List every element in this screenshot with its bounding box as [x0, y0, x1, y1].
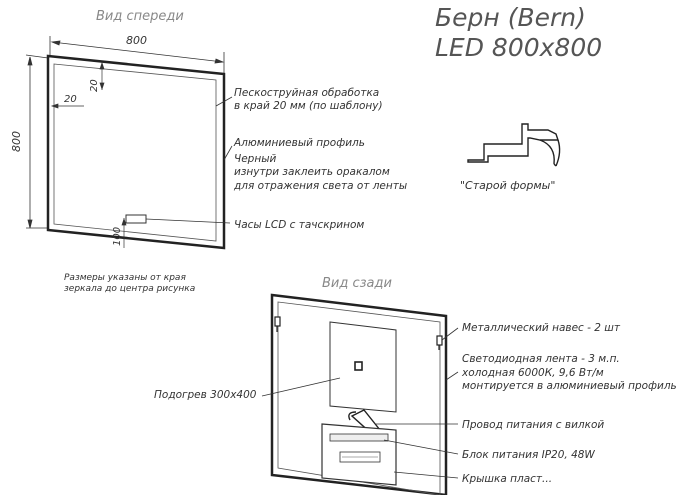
- front-view-heading: Вид спереди: [96, 9, 184, 24]
- width-dimension-label: 800: [126, 34, 147, 47]
- psu-block-top: [329, 433, 389, 442]
- cable-label: Провод питания с вилкой: [462, 419, 604, 431]
- size-note-line2: зеркала до центра рисунка: [64, 284, 195, 294]
- back-view-heading: Вид сзади: [322, 276, 392, 291]
- profile-label-3: изнутри заклеить оракалом: [234, 166, 390, 178]
- left-inset-dimension: [50, 103, 84, 109]
- height-dimension-label: 800: [10, 131, 23, 152]
- size-note-line1: Размеры указаны от края: [64, 273, 186, 283]
- front-mirror: [46, 54, 226, 250]
- led-label-3: монтируется в алюминиевый профиль: [462, 380, 677, 392]
- heater-sensor: [354, 361, 363, 371]
- product-title-line2: LED 800x800: [435, 33, 602, 62]
- clock-display: [125, 214, 147, 224]
- width-dimension: [49, 36, 225, 74]
- product-title-line1: Берн (Bern): [435, 3, 586, 32]
- profile-label-2: Черный: [234, 153, 276, 165]
- front-callout-leaders: [215, 96, 233, 161]
- cover-label: Крышка пласт...: [462, 473, 552, 485]
- hanger-label: Металлический навес - 2 шт: [462, 322, 621, 334]
- clock-label: Часы LCD с тачскрином: [234, 219, 364, 231]
- top-inset-dimension: [99, 61, 105, 91]
- height-dimension: [25, 54, 49, 229]
- profile-label-4: для отражения света от ленты: [233, 180, 407, 192]
- back-callout-leaders: [261, 327, 459, 479]
- top-inset-label: 20: [89, 79, 100, 92]
- bottom-dimension: [121, 217, 127, 248]
- hanger-right-icon: [436, 335, 443, 350]
- sandblast-label-1: Пескоструйная обработка: [234, 87, 379, 99]
- profile-shape-icon: [467, 123, 561, 167]
- profile-label-1: Алюминиевый профиль: [233, 137, 365, 149]
- sandblast-label-2: в край 20 мм (по шаблону): [234, 100, 383, 112]
- led-label-1: Светодиодная лента - 3 м.п.: [462, 353, 620, 365]
- heater-label: Подогрев 300x400: [154, 389, 257, 401]
- led-label-2: холодная 6000К, 9,6 Вт/м: [461, 367, 604, 379]
- clock-leader: [145, 218, 231, 224]
- profile-shape-caption: "Старой формы": [460, 179, 555, 192]
- hanger-left-icon: [274, 316, 281, 332]
- left-inset-label: 20: [64, 94, 77, 105]
- psu-label: Блок питания IP20, 48W: [462, 449, 595, 461]
- bottom-dimension-label: 100: [112, 227, 123, 246]
- heater-pad: [329, 321, 397, 413]
